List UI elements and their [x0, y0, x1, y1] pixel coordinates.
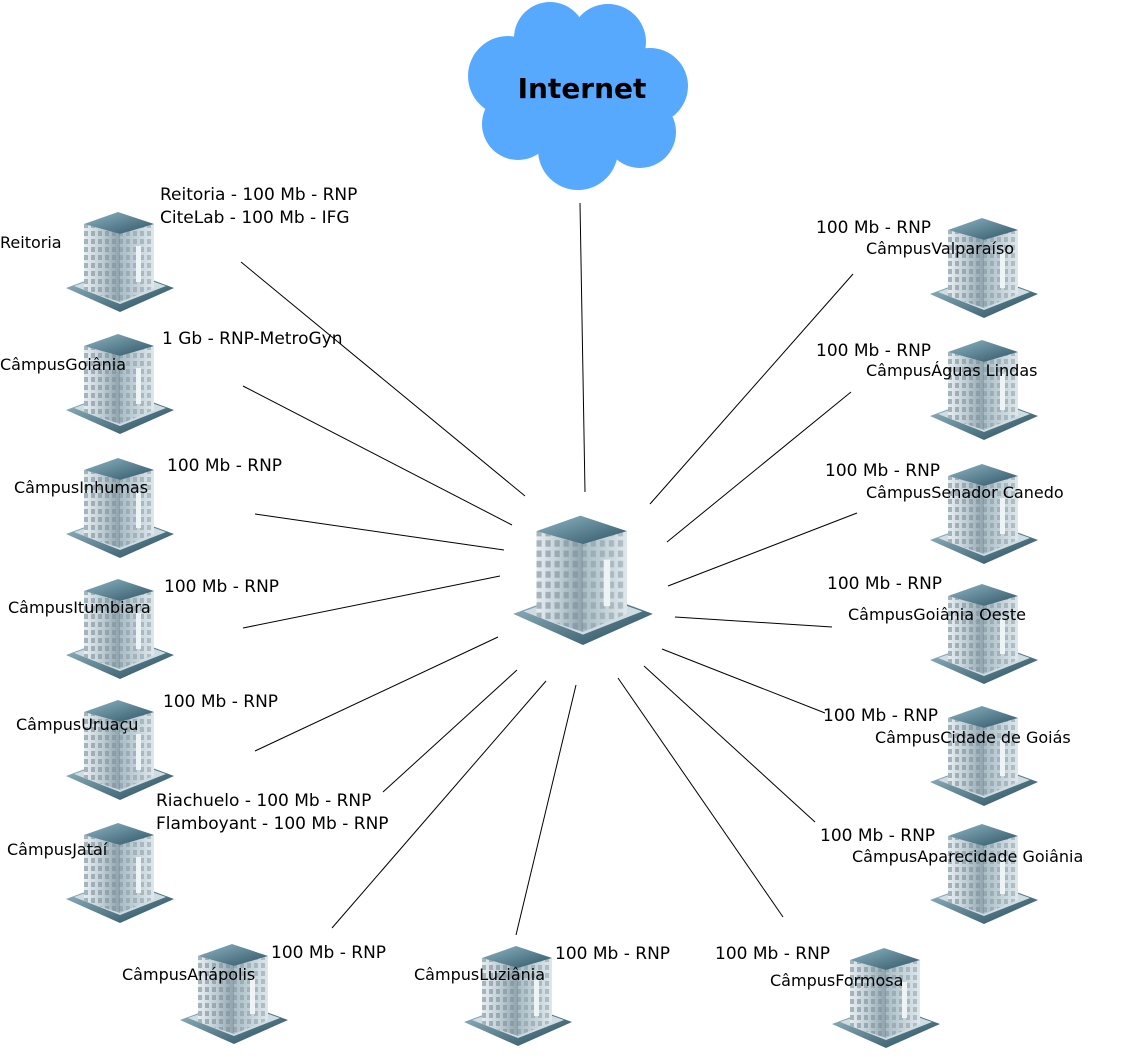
campus-node-inhumas: CâmpusInhumas [14, 478, 232, 540]
internet-cloud: Internet [460, 0, 692, 192]
campus-name-line2: Valparaíso [931, 239, 1015, 258]
link-speed-label: 100 Mb - RNP [164, 577, 280, 597]
campus-name-line1: Câmpus [770, 971, 836, 990]
campus-name-line1: Câmpus [16, 715, 82, 734]
campus-node-senador-canedo: CâmpusSenador Canedo [866, 483, 1084, 545]
campus-node-goiania-oeste: CâmpusGoiânia Oeste [848, 605, 1100, 667]
link-speed-label: 100 Mb - RNP [167, 456, 283, 476]
link-speed-label: 100 Mb - RNP [715, 944, 831, 964]
connection-line-cidade-de-goias [661, 648, 826, 714]
campus-name-line1: Câmpus [866, 483, 932, 502]
connection-line-jatai [382, 669, 518, 793]
campus-node-itumbiara: CâmpusItumbiara [8, 598, 226, 660]
campus-name-line2: Formosa [835, 971, 904, 990]
link-speed-label: 100 Mb - RNP [271, 943, 387, 963]
link-speed-label: 100 Mb - RNP [823, 706, 939, 726]
campus-node-goiania: CâmpusGoiânia [0, 355, 218, 417]
connection-line-luziania [515, 684, 577, 936]
campus-name-line2: Uruaçu [81, 715, 139, 734]
internet-label: Internet [517, 72, 647, 105]
connection-line-goiania-oeste [674, 616, 833, 628]
connection-line-reitoria [240, 261, 526, 497]
campus-name-line1: Câmpus [875, 728, 941, 747]
campus-name-line2: Anápolis [187, 965, 256, 984]
connection-line-senador-canedo [667, 512, 858, 587]
link-speed-label: 100 Mb - RNP [816, 218, 932, 238]
campus-name-line1: Câmpus [7, 840, 73, 859]
link-speed-label: 1 Gb - RNP-MetroGyn [162, 329, 343, 349]
connection-line-uruacu [254, 636, 499, 752]
connection-line-itumbiara [242, 575, 501, 629]
campus-node-reitoria: Reitoria [0, 233, 218, 295]
link-speed-label: 100 Mb - RNP [820, 826, 936, 846]
connection-lines [240, 202, 858, 936]
campus-name-line1: Câmpus [414, 965, 480, 984]
campus-name-line1: Câmpus [866, 361, 932, 380]
campus-name-line1: Câmpus [14, 478, 80, 497]
campus-node-jatai: CâmpusJataí [7, 840, 225, 902]
link-speed-label: 100 Mb - RNP [827, 574, 943, 594]
campus-node-luziania: CâmpusLuziânia [414, 965, 632, 1027]
campus-node-anapolis: CâmpusAnápolis [122, 965, 340, 1027]
campus-node-valparaiso: CâmpusValparaíso [866, 239, 1084, 301]
connection-line-goiania [242, 385, 513, 526]
campus-name-line2: Águas Lindas [931, 361, 1038, 380]
campus-name-line2: Goiânia Oeste [913, 605, 1027, 624]
connection-line-aguas-lindas [666, 391, 852, 543]
internet-uplink-line [579, 202, 586, 493]
connection-line-inhumas [254, 513, 505, 551]
campus-name-line1: Câmpus [866, 239, 932, 258]
campus-name-line2: Luziânia [479, 965, 546, 984]
link-speed-label: 100 Mb - RNP [555, 944, 671, 964]
campus-name-line1: Câmpus [122, 965, 188, 984]
campus-name-line2: Goiânia [65, 355, 127, 374]
connection-line-formosa [617, 677, 784, 918]
link-speed-label: Riachuelo - 100 Mb - RNP [156, 791, 372, 811]
link-speed-label: 100 Mb - RNP [825, 461, 941, 481]
campus-node-aparecida: CâmpusAparecidade Goiânia [852, 847, 1124, 909]
campus-name-line1: Câmpus [0, 355, 66, 374]
hub-building-icon [508, 506, 658, 652]
campus-node-aguas-lindas: CâmpusÁguas Lindas [866, 361, 1084, 423]
campus-name-line2: Senador Canedo [931, 483, 1064, 502]
link-speed-label: Flamboyant - 100 Mb - RNP [156, 814, 389, 834]
campus-node-uruacu: CâmpusUruaçu [16, 715, 234, 777]
link-speed-label: CiteLab - 100 Mb - IFG [160, 208, 350, 228]
connection-line-aparecida [643, 665, 816, 823]
campus-name-line2: Inhumas [79, 478, 149, 497]
link-speed-label: Reitoria - 100 Mb - RNP [160, 185, 358, 205]
link-speed-label: 100 Mb - RNP [163, 692, 279, 712]
campus-name-line2: Cidade de Goiás [940, 728, 1071, 747]
campus-name-line2: Aparecidade Goiânia [917, 847, 1084, 866]
connection-line-valparaiso [649, 273, 854, 505]
connection-line-anapolis [331, 680, 547, 929]
campus-name-line2: Jataí [72, 840, 108, 859]
cloud-icon [468, 2, 688, 190]
link-speed-label: 100 Mb - RNP [816, 341, 932, 361]
campus-name-line1: Câmpus [852, 847, 918, 866]
campus-name-line2: Itumbiara [73, 598, 151, 617]
campus-name-line1: Câmpus [848, 605, 914, 624]
campus-node-cidade-de-goias: CâmpusCidade de Goiás [875, 728, 1093, 790]
campus-name-line1: Reitoria [0, 233, 62, 252]
campus-name-line1: Câmpus [8, 598, 74, 617]
campus-node-formosa: CâmpusFormosa [770, 971, 988, 1033]
